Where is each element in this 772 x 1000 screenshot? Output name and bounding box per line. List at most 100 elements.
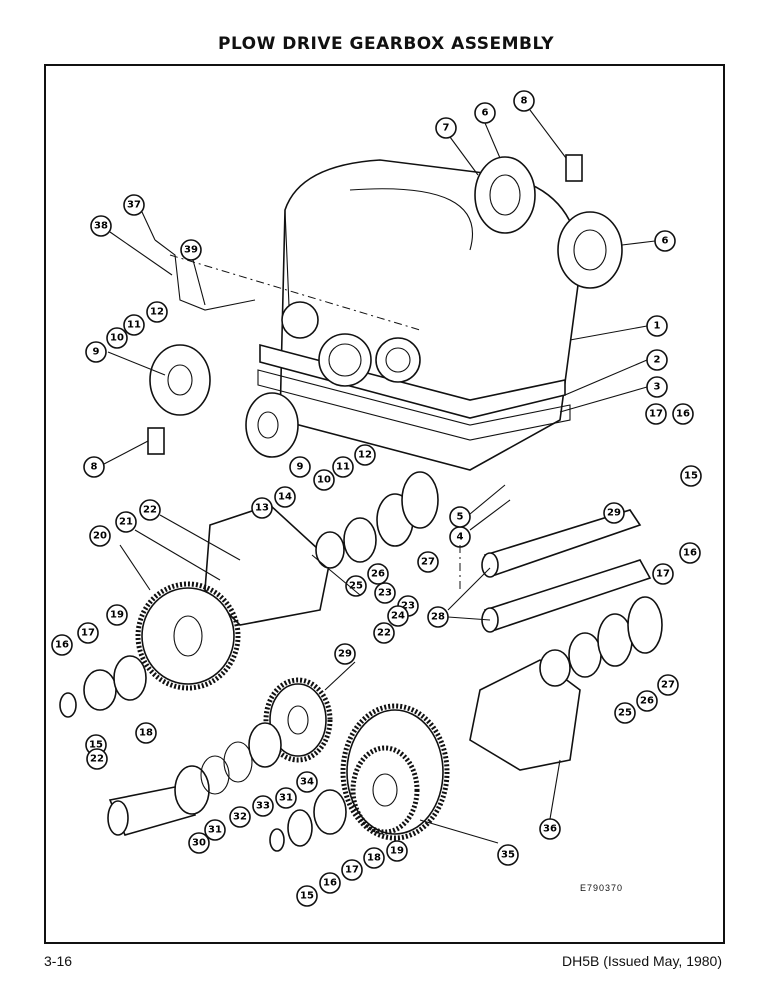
callout-12a: 12 bbox=[146, 301, 168, 323]
callout-2: 2 bbox=[646, 349, 668, 371]
bearing-cap-left bbox=[149, 344, 299, 458]
svg-text:22: 22 bbox=[377, 628, 391, 639]
svg-text:3: 3 bbox=[654, 382, 661, 393]
medium-spur-gear bbox=[263, 677, 333, 763]
large-spur-gear-lower bbox=[340, 703, 450, 841]
svg-text:33: 33 bbox=[256, 801, 270, 812]
svg-text:38: 38 bbox=[94, 221, 108, 232]
callout-21: 21 bbox=[115, 511, 137, 533]
svg-text:7: 7 bbox=[443, 123, 450, 134]
callout-1: 1 bbox=[646, 315, 668, 337]
grease-fitting-upper bbox=[565, 154, 583, 182]
svg-text:30: 30 bbox=[192, 838, 206, 849]
svg-text:18: 18 bbox=[367, 853, 381, 864]
callout-20: 20 bbox=[89, 525, 111, 547]
callout-31b: 31 bbox=[275, 787, 297, 809]
callout-15c: 15 bbox=[296, 885, 318, 907]
callout-12b: 12 bbox=[354, 444, 376, 466]
callout-22b: 22 bbox=[373, 622, 395, 644]
centerline bbox=[169, 254, 421, 331]
svg-text:25: 25 bbox=[349, 581, 363, 592]
callout-17c: 17 bbox=[77, 622, 99, 644]
callout-8a: 8 bbox=[513, 90, 535, 112]
callout-39: 39 bbox=[180, 239, 202, 261]
callout-28: 28 bbox=[427, 606, 449, 628]
callout-31a: 31 bbox=[204, 819, 226, 841]
svg-text:2: 2 bbox=[654, 355, 661, 366]
callout-22c: 22 bbox=[86, 748, 108, 770]
callout-16a: 16 bbox=[672, 403, 694, 425]
callout-11b: 11 bbox=[332, 456, 354, 478]
svg-text:8: 8 bbox=[91, 462, 98, 473]
callout-29a: 29 bbox=[603, 502, 625, 524]
callout-9b: 9 bbox=[289, 456, 311, 478]
callout-11a: 11 bbox=[123, 314, 145, 336]
svg-text:22: 22 bbox=[143, 505, 157, 516]
bearing-stack-lower bbox=[539, 596, 663, 687]
callout-18a: 18 bbox=[135, 722, 157, 744]
svg-text:11: 11 bbox=[127, 320, 141, 331]
svg-text:27: 27 bbox=[421, 557, 435, 568]
callout-29b: 29 bbox=[334, 643, 356, 665]
svg-text:32: 32 bbox=[233, 812, 247, 823]
svg-text:17: 17 bbox=[656, 569, 670, 580]
svg-text:12: 12 bbox=[358, 450, 372, 461]
svg-text:25: 25 bbox=[618, 708, 632, 719]
bearing-cap-upper bbox=[474, 156, 623, 289]
callout-4: 4 bbox=[449, 526, 471, 548]
bearing-stack-left bbox=[59, 655, 147, 718]
svg-text:23: 23 bbox=[401, 601, 415, 612]
svg-text:29: 29 bbox=[607, 508, 621, 519]
svg-text:9: 9 bbox=[297, 462, 304, 473]
svg-text:31: 31 bbox=[279, 793, 293, 804]
callout-37: 37 bbox=[123, 194, 145, 216]
svg-text:18: 18 bbox=[139, 728, 153, 739]
callout-38: 38 bbox=[90, 215, 112, 237]
callout-18b: 18 bbox=[363, 847, 385, 869]
page-number: 3-16 bbox=[44, 953, 73, 969]
callout-8b: 8 bbox=[83, 456, 105, 478]
callout-30: 30 bbox=[188, 832, 210, 854]
svg-text:24: 24 bbox=[391, 611, 405, 622]
callout-14: 14 bbox=[274, 486, 296, 508]
svg-text:17: 17 bbox=[649, 409, 663, 420]
svg-text:9: 9 bbox=[93, 347, 100, 358]
svg-text:20: 20 bbox=[93, 531, 107, 542]
callout-19a: 19 bbox=[106, 604, 128, 626]
svg-text:19: 19 bbox=[110, 610, 124, 621]
svg-text:12: 12 bbox=[150, 307, 164, 318]
callout-25b: 25 bbox=[614, 702, 636, 724]
svg-text:19: 19 bbox=[390, 846, 404, 857]
callout-3: 3 bbox=[646, 376, 668, 398]
svg-text:21: 21 bbox=[119, 517, 133, 528]
callout-32: 32 bbox=[229, 806, 251, 828]
callout-22a: 22 bbox=[139, 499, 161, 521]
svg-text:15: 15 bbox=[300, 891, 314, 902]
callout-16c: 16 bbox=[51, 634, 73, 656]
svg-text:17: 17 bbox=[345, 865, 359, 876]
svg-text:1: 1 bbox=[654, 321, 661, 332]
svg-text:15: 15 bbox=[684, 471, 698, 482]
svg-text:16: 16 bbox=[676, 409, 690, 420]
callout-26a: 26 bbox=[367, 563, 389, 585]
callout-17a: 17 bbox=[645, 403, 667, 425]
svg-text:28: 28 bbox=[431, 612, 445, 623]
svg-text:26: 26 bbox=[371, 569, 385, 580]
svg-text:29: 29 bbox=[338, 649, 352, 660]
svg-text:14: 14 bbox=[278, 492, 292, 503]
carrier-lower bbox=[469, 659, 581, 771]
callout-10a: 10 bbox=[106, 327, 128, 349]
callout-17d: 17 bbox=[341, 859, 363, 881]
callout-labels: 1 2 3 4 5 6 6 7 8 8 9 9 10 10 11 11 12 1… bbox=[51, 90, 702, 907]
svg-text:23: 23 bbox=[378, 588, 392, 599]
callout-17b: 17 bbox=[652, 563, 674, 585]
svg-text:39: 39 bbox=[184, 245, 198, 256]
grease-fitting-left bbox=[147, 427, 165, 455]
publication-info: DH5B (Issued May, 1980) bbox=[561, 953, 722, 969]
callout-25a: 25 bbox=[345, 575, 367, 597]
idler-shafts bbox=[481, 509, 652, 633]
svg-text:6: 6 bbox=[662, 236, 669, 247]
svg-text:37: 37 bbox=[127, 200, 141, 211]
callout-24: 24 bbox=[387, 605, 409, 627]
